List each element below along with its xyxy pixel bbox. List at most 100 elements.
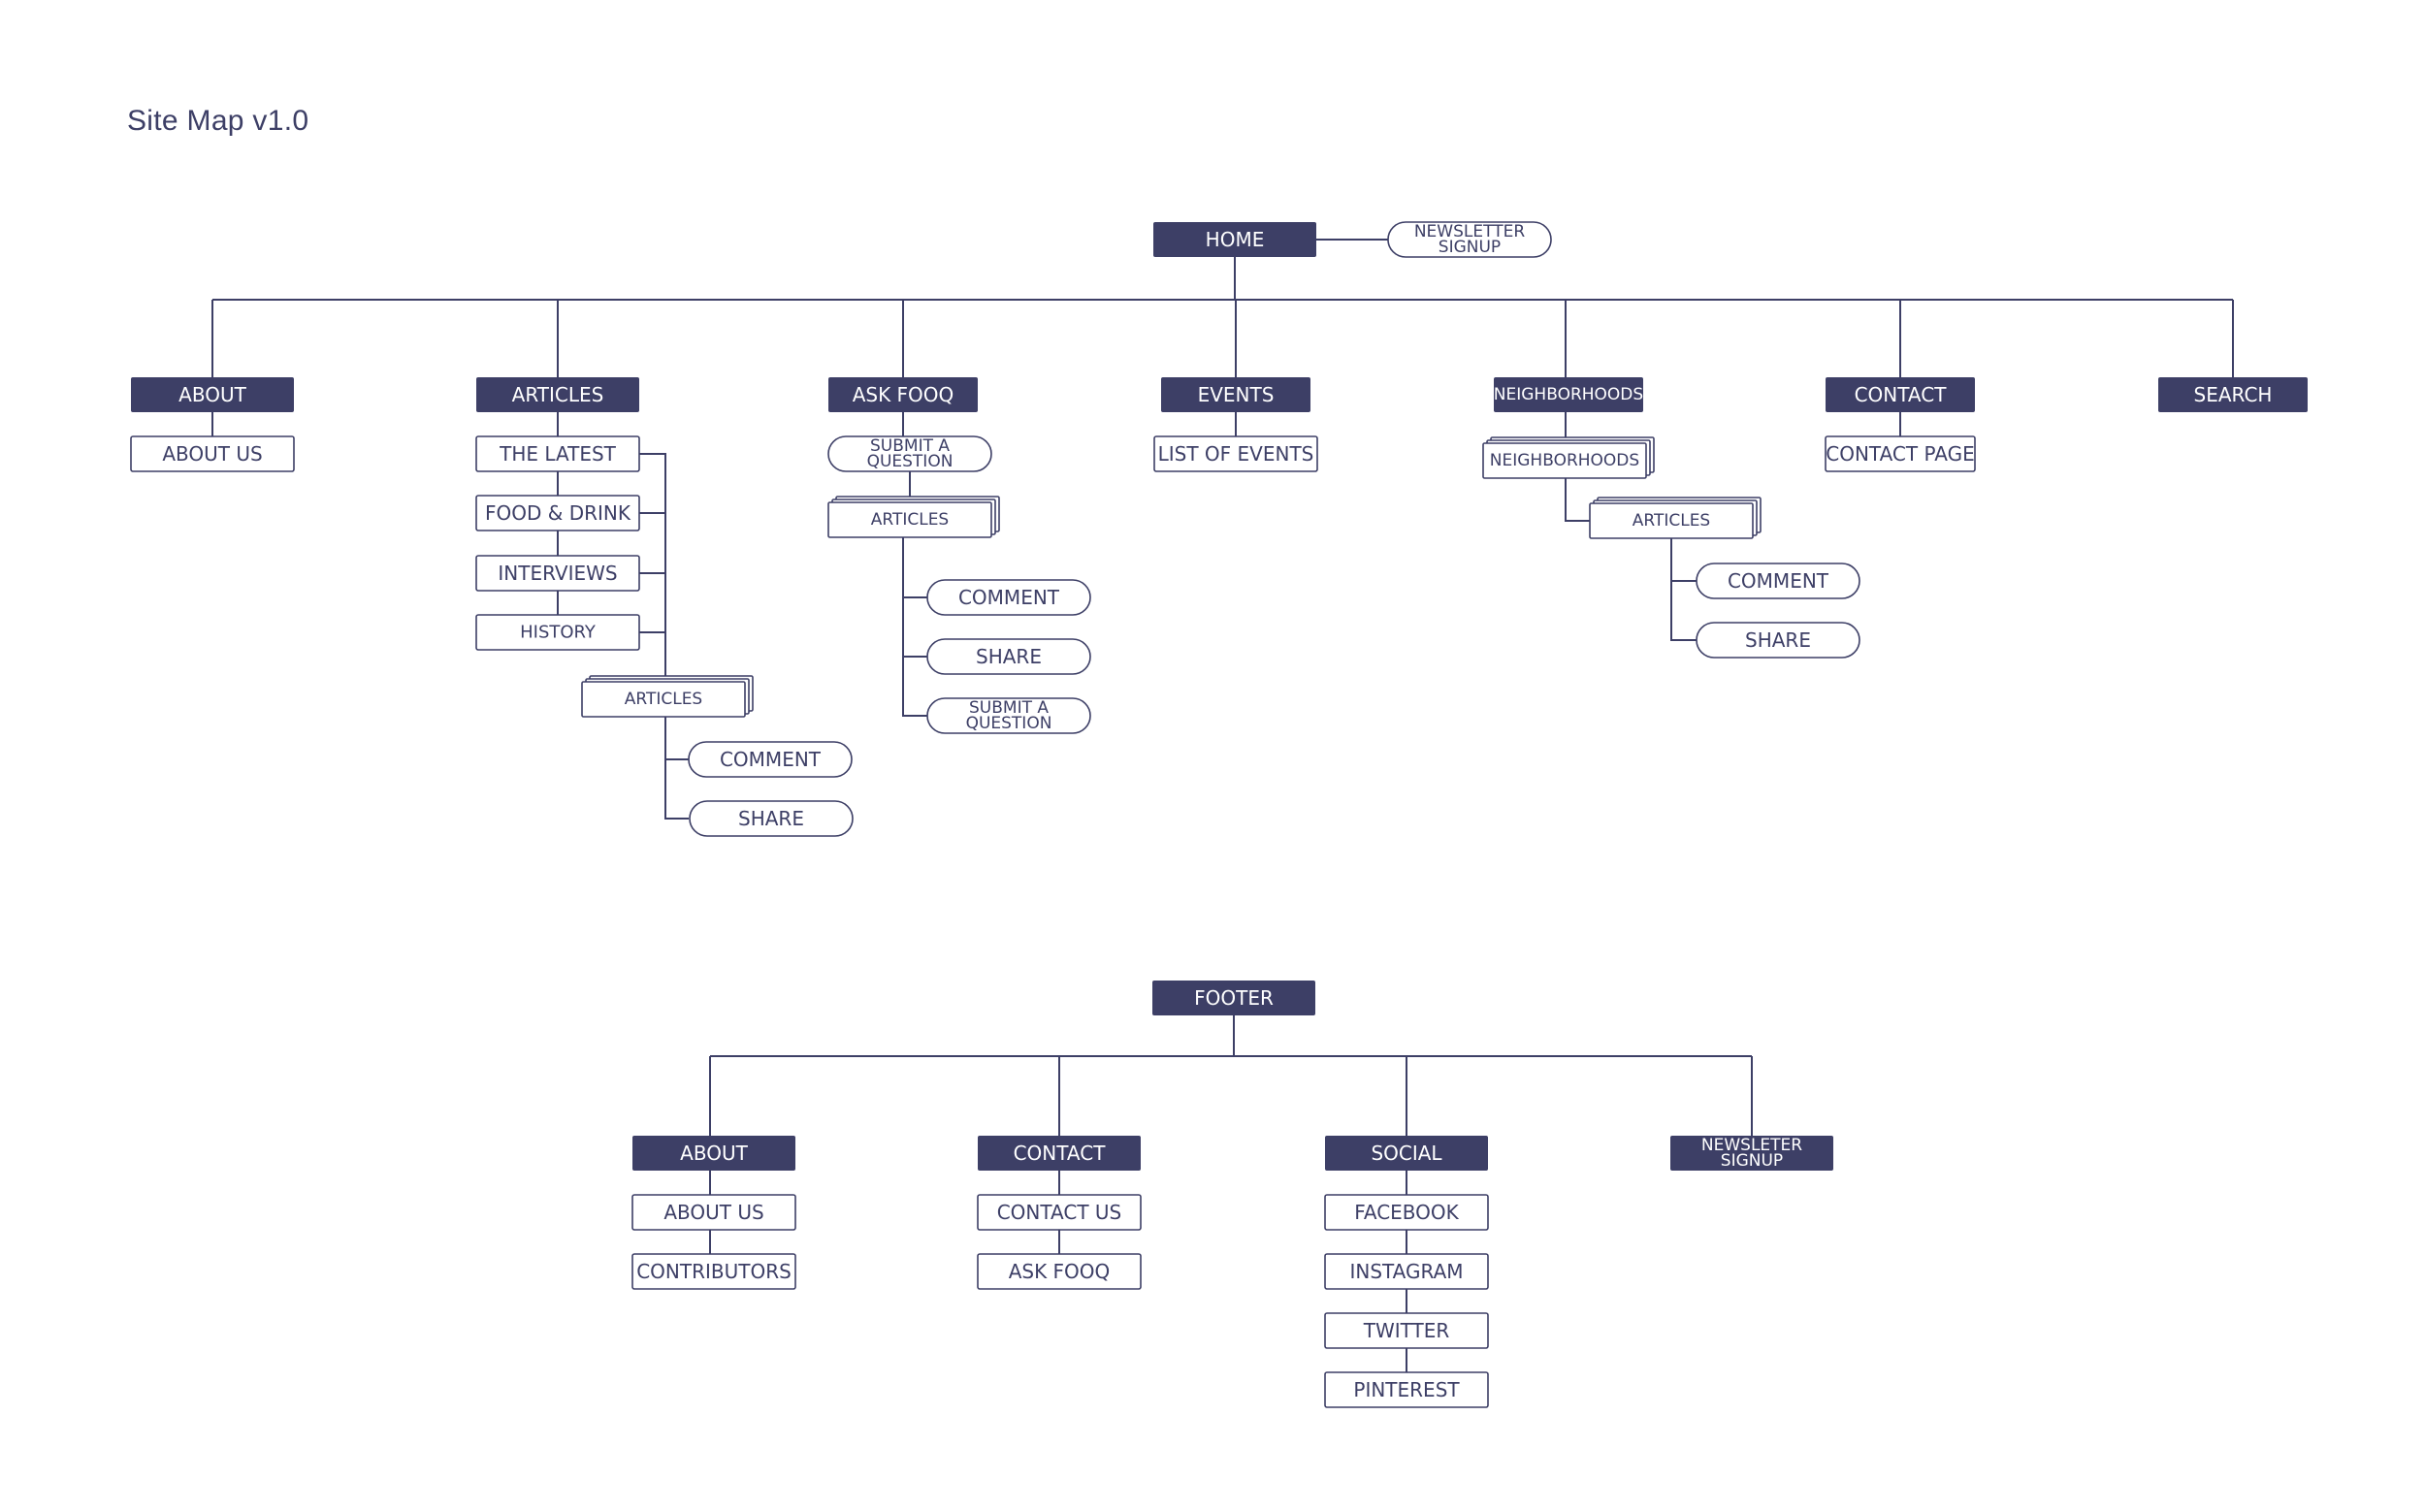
node-label: NEIGHBORHOODS xyxy=(1490,451,1639,470)
node-shape xyxy=(827,501,992,538)
node-shape xyxy=(1153,222,1316,257)
node-label: ABOUT US xyxy=(663,1201,763,1224)
node-articles-comment[interactable]: COMMENT xyxy=(688,741,853,778)
node-food-drink[interactable]: FOOD & DRINK xyxy=(475,495,640,531)
node-history[interactable]: HISTORY xyxy=(475,614,640,651)
node-shape xyxy=(1589,502,1754,539)
node-shape xyxy=(688,741,853,778)
node-f-about-us[interactable]: ABOUT US xyxy=(631,1194,796,1231)
node-shape xyxy=(581,681,746,718)
node-f-contributors[interactable]: CONTRIBUTORS xyxy=(631,1253,796,1290)
node-label: HOME xyxy=(1206,228,1265,251)
connector-line xyxy=(664,717,689,820)
node-f-social[interactable]: SOCIAL xyxy=(1325,1136,1488,1171)
node-shape xyxy=(828,377,978,412)
connector-line xyxy=(639,453,666,682)
node-label: ABOUT US xyxy=(162,442,262,466)
node-shape xyxy=(926,697,1091,734)
node-label: CONTACT xyxy=(1014,1142,1107,1165)
node-shape xyxy=(1387,221,1552,258)
node-label: ASK FOOQ xyxy=(1009,1260,1111,1283)
node-f-pinterest[interactable]: PINTEREST xyxy=(1324,1371,1489,1408)
node-f-contact-us[interactable]: CONTACT US xyxy=(977,1194,1142,1231)
node-label: COMMENT xyxy=(958,586,1060,609)
node-label: INTERVIEWS xyxy=(498,562,617,585)
node-shape xyxy=(1696,622,1860,659)
node-label: FOOD & DRINK xyxy=(485,501,631,525)
node-label: LIST OF EVENTS xyxy=(1158,442,1314,466)
node-contact-page[interactable]: CONTACT PAGE xyxy=(1825,435,1976,472)
node-about[interactable]: ABOUT xyxy=(131,377,294,412)
node-label: TWITTER xyxy=(1363,1319,1450,1342)
node-f-contact[interactable]: CONTACT xyxy=(978,1136,1141,1171)
node-label: CONTACT xyxy=(1855,383,1948,406)
node-label: COMMENT xyxy=(720,748,822,771)
node-ask-articles[interactable]: ARTICLES xyxy=(827,496,1000,538)
node-f-ask-fooq[interactable]: ASK FOOQ xyxy=(977,1253,1142,1290)
node-label: ASK FOOQ xyxy=(853,383,954,406)
node-articles[interactable]: ARTICLES xyxy=(476,377,639,412)
node-nb-comment[interactable]: COMMENT xyxy=(1696,563,1860,599)
node-shape xyxy=(1153,435,1318,472)
node-contact[interactable]: CONTACT xyxy=(1826,377,1975,412)
node-f-twitter[interactable]: TWITTER xyxy=(1324,1312,1489,1349)
node-label: CONTRIBUTORS xyxy=(636,1260,792,1283)
node-label: FOOTER xyxy=(1194,986,1274,1010)
node-list-of-events[interactable]: LIST OF EVENTS xyxy=(1153,435,1318,472)
node-label: NEIGHBORHOODS xyxy=(1494,385,1643,404)
node-neighborhoods-sub[interactable]: NEIGHBORHOODS xyxy=(1482,436,1655,479)
node-label: CONTACT US xyxy=(997,1201,1122,1224)
node-shape xyxy=(475,614,640,651)
node-shape xyxy=(1324,1371,1489,1408)
node-ask-share[interactable]: SHARE xyxy=(926,638,1091,675)
node-f-about[interactable]: ABOUT xyxy=(632,1136,795,1171)
node-shape xyxy=(2158,377,2308,412)
node-interviews[interactable]: INTERVIEWS xyxy=(475,555,640,592)
node-shape xyxy=(926,638,1091,675)
node-label: FACEBOOK xyxy=(1354,1201,1459,1224)
node-home[interactable]: HOME xyxy=(1153,222,1316,257)
node-footer[interactable]: FOOTER xyxy=(1152,981,1315,1015)
node-label: HISTORY xyxy=(520,623,597,643)
node-shape xyxy=(631,1194,796,1231)
node-f-instagram[interactable]: INSTAGRAM xyxy=(1324,1253,1489,1290)
node-shape xyxy=(827,435,992,472)
node-events[interactable]: EVENTS xyxy=(1161,377,1310,412)
node-label: EVENTS xyxy=(1198,383,1275,406)
node-shape xyxy=(977,1253,1142,1290)
node-nb-share[interactable]: SHARE xyxy=(1696,622,1860,659)
node-shape xyxy=(475,435,640,472)
node-nb-articles[interactable]: ARTICLES xyxy=(1589,497,1762,539)
node-shape xyxy=(977,1194,1142,1231)
node-ask-fooq[interactable]: ASK FOOQ xyxy=(828,377,978,412)
node-neighborhoods[interactable]: NEIGHBORHOODS xyxy=(1494,377,1643,412)
connector-line xyxy=(1565,478,1590,522)
node-articles-share[interactable]: SHARE xyxy=(689,800,854,837)
page-title: Site Map v1.0 xyxy=(127,105,309,137)
node-shape xyxy=(1152,981,1315,1015)
connector-line xyxy=(1670,538,1697,641)
node-the-latest[interactable]: THE LATEST xyxy=(475,435,640,472)
node-about-us[interactable]: ABOUT US xyxy=(130,435,295,472)
node-f-facebook[interactable]: FACEBOOK xyxy=(1324,1194,1489,1231)
node-search[interactable]: SEARCH xyxy=(2158,377,2308,412)
node-label: THE LATEST xyxy=(499,442,617,466)
node-label: SHARE xyxy=(976,645,1042,668)
node-shape xyxy=(1825,435,1976,472)
node-label: ABOUT xyxy=(178,383,246,406)
node-label: SHARE xyxy=(1745,628,1811,652)
node-label: SOCIAL xyxy=(1371,1142,1442,1165)
node-ask-comment[interactable]: COMMENT xyxy=(926,579,1091,616)
node-shape xyxy=(1696,563,1860,599)
node-articles-sub[interactable]: ARTICLES xyxy=(581,675,754,718)
node-label: PINTEREST xyxy=(1353,1378,1460,1401)
